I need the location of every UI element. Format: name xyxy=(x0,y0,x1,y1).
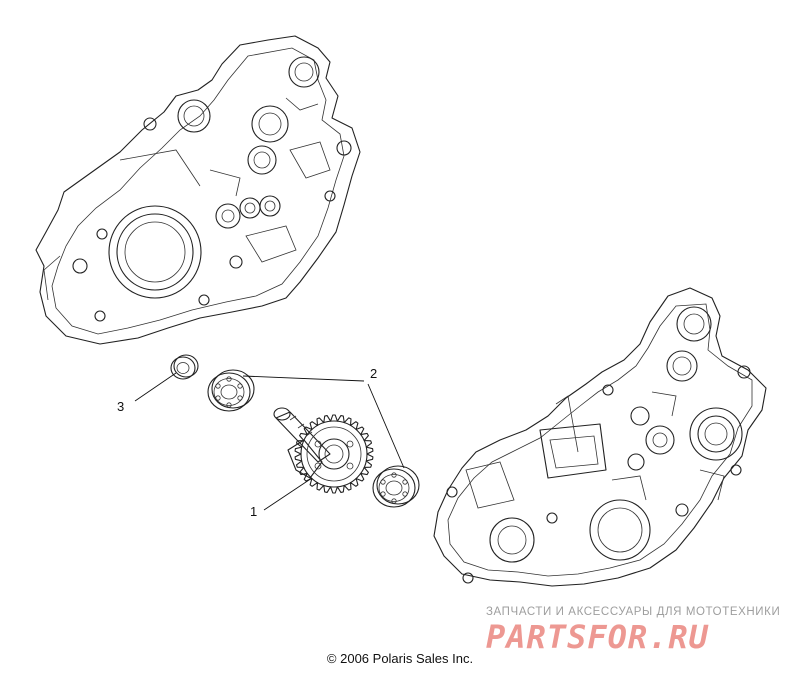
ball-bearing-upper xyxy=(207,369,255,412)
watermark-tagline: ЗАПЧАСТИ И АКСЕССУАРЫ ДЛЯ МОТОТЕХНИКИ xyxy=(486,606,781,618)
balance-shaft-gear xyxy=(273,407,374,494)
crankcase-half-left xyxy=(35,35,361,345)
watermark-logo: PARTSFOR.RU xyxy=(486,618,709,656)
ball-bearing-lower xyxy=(372,465,420,508)
copyright-notice: © 2006 Polaris Sales Inc. xyxy=(326,651,474,666)
callout-3: 3 xyxy=(117,399,124,414)
callout-1: 1 xyxy=(250,504,257,519)
leader-lines xyxy=(134,372,405,511)
leader-callout-2a xyxy=(242,375,365,382)
leader-callout-3 xyxy=(134,372,177,402)
callout-2: 2 xyxy=(370,366,377,381)
leader-callout-1 xyxy=(263,477,313,511)
small-bearing xyxy=(170,354,199,380)
leader-callout-2b xyxy=(367,383,405,469)
crankcase-half-right xyxy=(433,287,767,587)
